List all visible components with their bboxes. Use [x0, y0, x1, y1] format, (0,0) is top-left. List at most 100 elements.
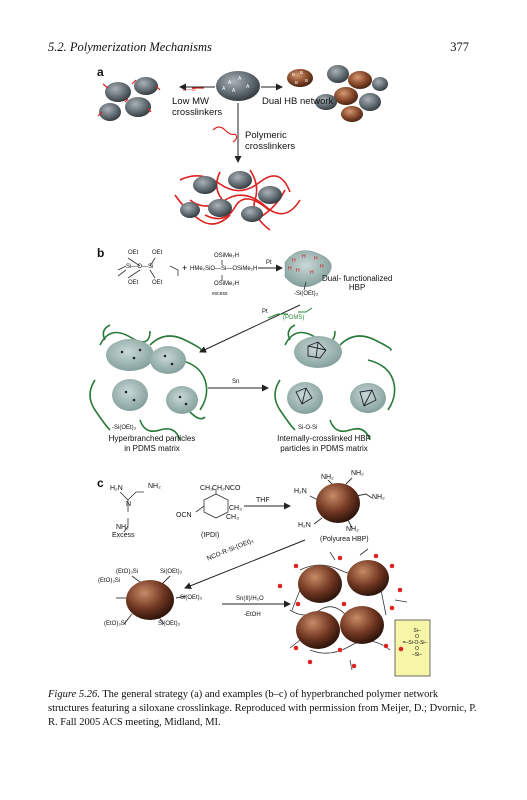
si-oet3-label: -Si(OEt)₃ — [294, 291, 319, 297]
crosslinked-polyurea-network — [277, 548, 408, 671]
left-group-5: (EtO)₃Si — [104, 621, 127, 627]
svg-text:B: B — [292, 72, 295, 77]
siloxane-mid: HMe₂SiO—Si—OSiMe₂H — [190, 266, 258, 272]
triamine-n: N — [126, 501, 132, 508]
ipdi-label: (IPDI) — [201, 532, 220, 539]
polyurea-nh2-4: NH₂ — [346, 526, 359, 533]
silane-oet-1: OEt — [128, 250, 139, 256]
polyurea-nh2-3: NH₂ — [372, 494, 385, 501]
silane-oet-2: OEt — [152, 250, 163, 256]
page-number: 377 — [450, 40, 469, 54]
b-b-label: B—B — [183, 87, 196, 93]
polyurea-hbp-particle — [309, 477, 373, 529]
left-group-6: Si(OEt)₃ — [158, 621, 181, 627]
internally-crosslinked-label: Internally-crosslinked HBP particles in … — [264, 434, 384, 453]
svg-text:B: B — [295, 80, 298, 85]
dual-func-line1: Dual- functionalized — [322, 274, 393, 283]
dual-network-particles — [315, 65, 388, 122]
pdms-label: (PDMS) — [283, 315, 305, 321]
plus-sign: + — [182, 263, 187, 273]
sn-label: Sn — [232, 379, 240, 385]
silane-core: Si—O—Si — [126, 264, 154, 270]
etoh-label: -EtOH — [244, 612, 261, 618]
polyurea-nh2-1: NH₂ — [321, 474, 334, 481]
figure-caption-label: Figure 5.26. — [48, 689, 100, 700]
inset-line5: –Si– — [411, 652, 422, 658]
svg-text:B: B — [305, 78, 308, 83]
panel-c-letter: c — [97, 476, 104, 490]
panel-b-letter: b — [97, 246, 105, 260]
polyurea-hbp-label: (Polyurea HBP) — [320, 536, 369, 543]
inset-line1: Si– — [413, 628, 421, 634]
ipdi-ch3-c: CH₃ — [226, 514, 239, 521]
svg-text:A: A — [222, 86, 226, 92]
dual-functionalized-hbp-label: Dual- functionalized HBP — [322, 274, 392, 292]
low-mw-label-line2: crosslinkers — [172, 107, 223, 118]
ipdi-ocn: OCN — [176, 512, 192, 519]
silane-structure — [117, 257, 179, 279]
inset-text: Si– O =–Si-O-Si– O –Si– — [403, 628, 430, 658]
siloxane-top: OSiMe₂H — [214, 253, 239, 259]
internally-crosslinked-network — [274, 324, 396, 441]
siloxane-bottom: OSiMe₂H — [214, 281, 239, 287]
polyurea-h2n-1: H₂N — [294, 488, 307, 495]
siloxane-functional-particle — [116, 575, 187, 625]
triamine-nh2-a: NH₂ — [148, 483, 161, 490]
ipdi-ch3-top: CH₃ — [200, 485, 213, 492]
inset-line2: O — [415, 634, 419, 640]
internal-label-line2: particles in PDMS matrix — [280, 443, 368, 453]
triamine-structure — [119, 491, 144, 533]
pt-label-1: Pt — [266, 260, 272, 266]
pt-label-2: Pt — [262, 309, 268, 315]
svg-text:H: H — [292, 258, 296, 264]
hyperbranched-particles-network — [89, 324, 208, 441]
polymeric-network — [174, 169, 301, 231]
panel-a-letter: a — [97, 65, 104, 79]
silane-oet-3: OEt — [128, 280, 139, 286]
triamine-h2n: H₂N — [110, 485, 123, 492]
svg-text:H: H — [296, 268, 300, 274]
hyper-label-line2: in PDMS matrix — [124, 443, 180, 453]
ipdi-ch3-b: CH₃ — [229, 505, 242, 512]
dual-func-line2: HBP — [348, 283, 366, 292]
dual-hb-network-label: Dual HB network — [262, 96, 334, 107]
low-mw-label-line1: Low MW — [172, 96, 209, 107]
ipdi-ch2nco: CH₂NCO — [212, 485, 241, 492]
svg-text:B: B — [300, 70, 303, 75]
polymeric-crosslinker-icon — [212, 126, 238, 143]
low-mw-crosslinkers-label: Low MW crosslinkers — [172, 96, 222, 118]
internal-label-line1: Internally-crosslinked HBP — [277, 434, 371, 443]
polymeric-label-line1: Polymeric — [245, 130, 287, 141]
polyurea-h2n-2: H₂N — [298, 522, 311, 529]
svg-text:H: H — [288, 266, 292, 272]
polymeric-crosslinkers-label: Polymeric crosslinkers — [245, 130, 295, 152]
svg-text:A: A — [228, 80, 232, 86]
svg-text:H: H — [302, 254, 306, 260]
svg-text:A: A — [238, 76, 242, 82]
silane-oet-4: OEt — [152, 280, 163, 286]
pdms-chain-icon — [267, 307, 313, 319]
panel-c — [116, 477, 431, 677]
figure-caption-text: The general strategy (a) and examples (b… — [48, 689, 477, 728]
ipdi-structure — [195, 490, 229, 519]
svg-text:H: H — [310, 270, 314, 276]
left-group-3: (EtO)₃Si — [98, 578, 121, 584]
hyperbranched-particles-label: Hyperbranched particles in PDMS matrix — [96, 434, 208, 453]
figure-caption: Figure 5.26. The general strategy (a) an… — [48, 688, 480, 730]
inset-line3: =–Si-O-Si– — [402, 640, 428, 646]
left-group-2: Si(OEt)₃ — [160, 569, 183, 575]
sn-h2o-label: Sn(II)/H₂O — [236, 596, 264, 602]
polymeric-label-line2: crosslinkers — [245, 141, 296, 152]
thf-label: THF — [256, 497, 270, 504]
si-o-si-label: Si-O-Si — [298, 425, 318, 431]
excess-c-label: Excess — [112, 532, 135, 539]
triamine-nh2-b: NH₂ — [116, 524, 129, 531]
svg-text:A: A — [246, 84, 250, 90]
svg-text:A: A — [232, 88, 236, 94]
low-mw-particles — [97, 77, 161, 121]
